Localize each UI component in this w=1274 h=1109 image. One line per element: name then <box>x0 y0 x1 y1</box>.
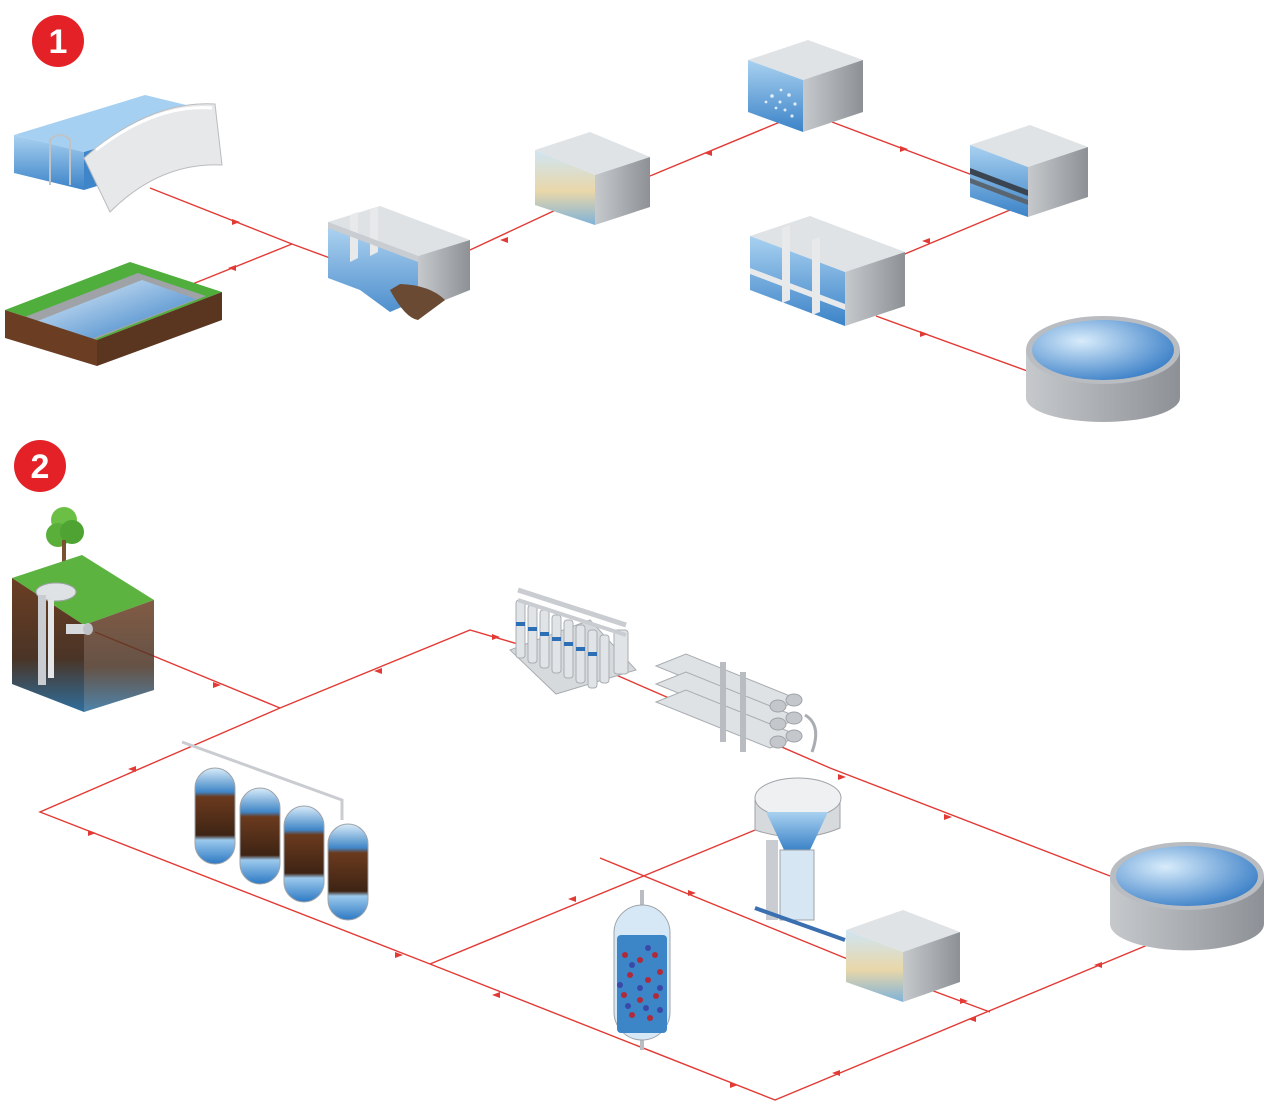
section-label-1: 1 <box>49 23 68 61</box>
pressure-filter-vessels-illustration <box>181 740 369 921</box>
storage-reservoir-illustration <box>1026 316 1180 422</box>
flow-line-filter-to-aeration <box>649 121 781 177</box>
flow-line-river-to-basin <box>189 243 293 286</box>
flow-line-basin-to-filter <box>469 207 561 251</box>
storage-reservoir-2-illustration <box>1110 842 1264 951</box>
flow-line-dam-to-basin <box>149 187 331 259</box>
flow-line-mid-branch <box>429 827 761 965</box>
filter-tank-2-illustration <box>846 910 960 1002</box>
flow-lines <box>38 121 1151 1101</box>
aeration-tank-illustration <box>748 40 863 132</box>
clarifier-tower-illustration <box>754 777 846 942</box>
flow-line-layered-to-chamber <box>899 209 1011 257</box>
section-badge-1: 1 <box>32 15 84 67</box>
flow-line-left-loop <box>38 707 431 965</box>
ion-exchange-column-illustration <box>613 890 671 1050</box>
flow-line-lower-branch <box>429 943 1151 1101</box>
filter-tank-illustration <box>535 132 650 225</box>
intake-dam-illustration <box>14 95 223 213</box>
sedimentation-basin-illustration <box>328 206 470 320</box>
layered-filter-tank-illustration <box>970 125 1088 217</box>
membrane-rack-illustration <box>509 587 637 695</box>
section-label-2: 2 <box>31 448 50 486</box>
river-channel-illustration <box>5 262 222 366</box>
section-badge-2: 2 <box>14 440 66 492</box>
flow-line-chamber-to-reservoir <box>875 315 1031 373</box>
groundwater-well-illustration <box>12 507 154 712</box>
multi-chamber-tank-illustration <box>750 216 905 326</box>
pipe-bundle-illustration <box>654 653 818 753</box>
